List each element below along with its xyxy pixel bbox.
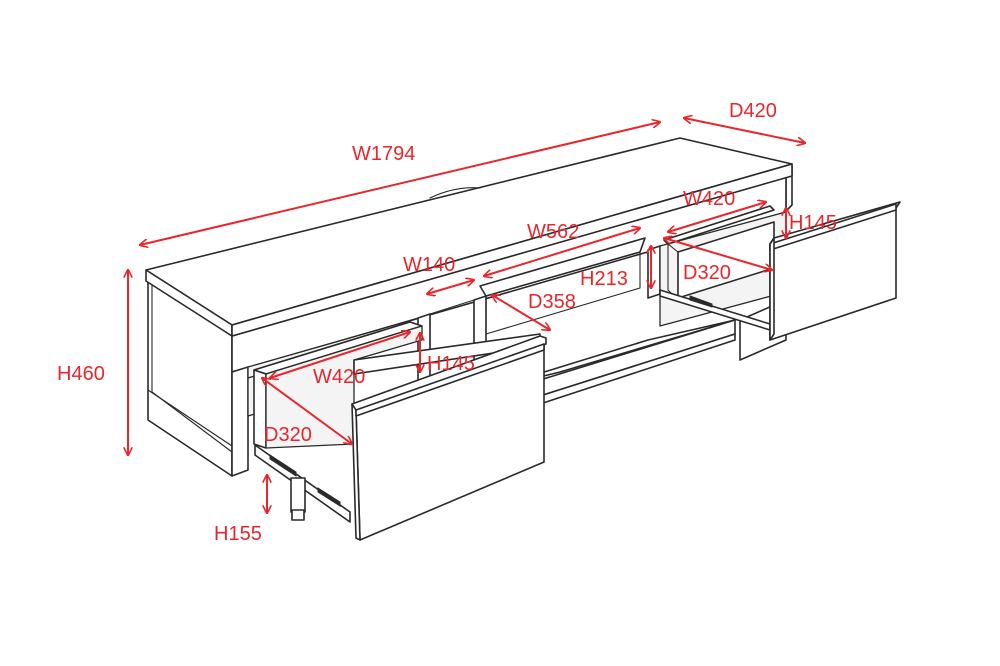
overall-depth-label: D420 (729, 100, 777, 122)
divider-width-arrow (427, 280, 474, 294)
leg (290, 477, 306, 521)
tv-stand-drawing (145, 137, 901, 541)
right-drawer-width-arrow (668, 202, 766, 232)
left-drawer-height-label: H145 (427, 353, 475, 375)
divider-width-label: W140 (403, 254, 455, 276)
overall-width-label: W1794 (352, 143, 415, 165)
cabinet-left-side (147, 279, 233, 477)
right-drawer-width-label: W420 (683, 188, 735, 210)
right-drawer-height-label: H145 (789, 212, 837, 234)
right-drawer-depth-arrow (664, 238, 772, 270)
overall-height-label: H460 (57, 363, 105, 385)
left-drawer-width-arrow (270, 332, 410, 378)
center-height-label: H213 (580, 268, 628, 290)
dimension-annotations: W1794 D420 H460 H155 W140 W562 H213 D358… (57, 100, 837, 545)
leg-height-label: H155 (214, 523, 262, 545)
overall-depth-arrow (684, 118, 805, 143)
center-width-arrow (484, 228, 640, 276)
center-width-label: W562 (527, 221, 579, 243)
center-depth-arrow (492, 295, 550, 330)
right-drawer-depth-label: D320 (683, 262, 731, 284)
left-drawer-width-label: W420 (313, 366, 365, 388)
left-drawer-depth-arrow (262, 378, 352, 444)
center-depth-label: D358 (528, 291, 576, 313)
left-drawer-depth-label: D320 (264, 424, 312, 446)
overall-width-arrow (140, 122, 660, 245)
